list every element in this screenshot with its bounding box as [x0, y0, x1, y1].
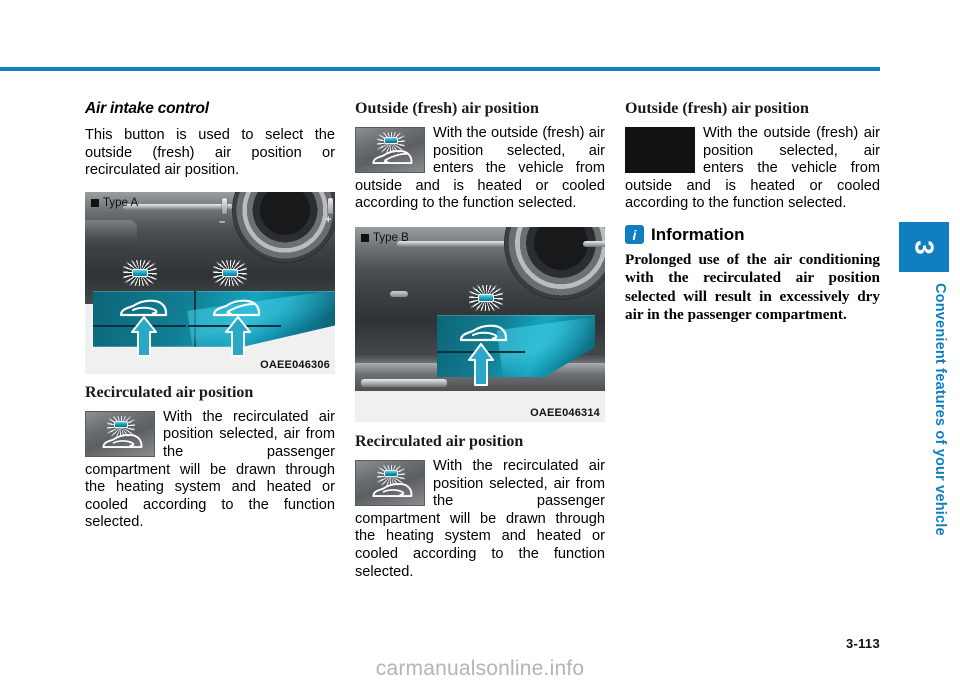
information-title: Information	[651, 224, 745, 244]
led-lamp-icon	[478, 293, 494, 302]
header-divider-rule	[0, 66, 880, 72]
temperature-knob-b	[505, 226, 605, 299]
icon-lamp	[384, 469, 398, 477]
callout-arrow-fresh-a	[225, 315, 251, 357]
page-number: 3-113	[845, 636, 880, 651]
heading-outside-air-right: Outside (fresh) air position	[625, 100, 809, 117]
heading-recirculated-air-left: Recirculated air position	[85, 383, 254, 401]
outside-fresh-air-button-icon	[355, 127, 425, 173]
led-lamp-icon	[222, 268, 238, 277]
body-recirculated-air-middle: With the recirculated air position selec…	[355, 457, 605, 580]
vent-block-a	[85, 219, 137, 250]
figure-type-b-code: OAEE046314	[530, 406, 600, 419]
chapter-title-vertical: Convenient features of your vehicle	[932, 283, 948, 536]
small-indicator-b	[390, 290, 408, 297]
site-watermark: carmanualsonline.info	[375, 657, 585, 680]
body-recirculated-air-left: With the recirculated air position selec…	[85, 408, 335, 531]
figure-type-b-label: Type B	[373, 231, 409, 244]
body-outside-air-middle: With the outside (fresh) air position se…	[355, 125, 605, 212]
figure-type-a-tag: Type A	[91, 197, 138, 209]
outside-fresh-air-icon	[212, 299, 261, 316]
figure-type-a-code: OAEE046306	[260, 358, 330, 371]
intro-paragraph: This button is used to select the outsid…	[85, 127, 335, 179]
information-header: i Information	[625, 225, 880, 245]
recirculated-air-button-icon	[355, 459, 425, 506]
figure-type-b-tag: Type B	[361, 232, 409, 244]
page-title: Air intake control	[85, 100, 209, 117]
trim-slot-left-a	[123, 203, 233, 210]
info-i-icon: i	[625, 225, 644, 245]
chapter-tab-box: 3	[899, 222, 949, 272]
heading-outside-air-middle: Outside (fresh) air position	[355, 100, 539, 117]
dashboard-panel-a: – +	[85, 191, 335, 304]
recirculated-air-icon	[459, 324, 508, 342]
indicator-led-recirculate-b	[469, 284, 503, 311]
callout-arrow-recirculate-b	[468, 342, 494, 386]
led-lamp-icon	[132, 268, 148, 277]
information-body: Prolonged use of the air conditioning wi…	[625, 250, 880, 324]
black-square-marker-icon	[361, 233, 369, 242]
car-recirculate-glyph-icon	[102, 433, 143, 448]
temperature-knob-a	[233, 191, 335, 262]
recirculated-air-button-icon	[85, 410, 155, 457]
indicator-led-recirculate-a	[123, 259, 157, 286]
figure-type-a-label: Type A	[103, 196, 139, 209]
indicator-led-fresh-a	[213, 259, 247, 286]
figure-type-b: Type B OAEE046314	[355, 226, 605, 422]
trim-slot-left-b	[397, 240, 507, 247]
chapter-number: 3	[909, 239, 940, 255]
column-middle: Outside (fresh) air position With the ou…	[355, 100, 605, 581]
recirculated-air-icon	[119, 299, 168, 316]
knob-plus-slit-a	[328, 197, 333, 214]
plus-label-a: +	[325, 213, 332, 226]
header-divider-rule-inner	[0, 67, 880, 71]
car-fresh-air-glyph-icon	[372, 150, 413, 165]
knob-minus-slit-a	[222, 197, 227, 214]
heading-recirculated-air-middle: Recirculated air position	[355, 432, 524, 450]
icon-lamp	[114, 420, 128, 428]
callout-arrow-recirculate-a	[131, 315, 157, 357]
black-square-marker-icon	[91, 198, 99, 207]
figure-type-a: Type A – +	[85, 191, 335, 374]
trim-slot-bottom-b	[361, 378, 447, 387]
blank-black-thumbnail-icon	[625, 127, 695, 173]
button-divider-a	[194, 290, 196, 347]
column-left: Air intake control This button is used t…	[85, 100, 335, 532]
icon-lamp	[384, 137, 398, 144]
body-outside-air-right: With the outside (fresh) air position se…	[625, 125, 880, 212]
minus-label-a: –	[219, 215, 226, 228]
car-recirculate-glyph-icon	[372, 483, 413, 497]
column-right: Outside (fresh) air position With the ou…	[625, 100, 880, 325]
trim-slot-right-b	[583, 240, 605, 247]
